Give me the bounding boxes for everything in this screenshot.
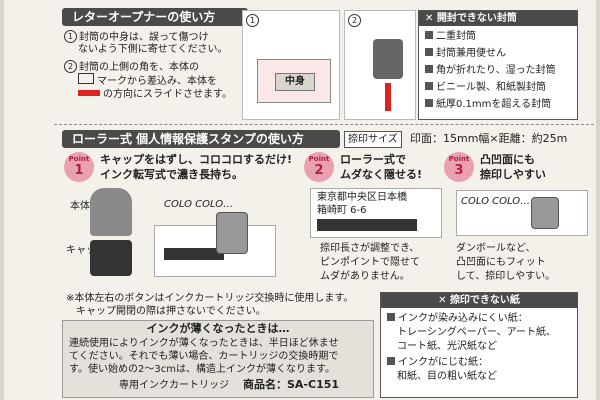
opener-diagram-2: 2 <box>344 10 416 120</box>
cannot-open-title: ✕ 開封できない封筒 <box>419 11 577 26</box>
cannot-open-item: 封筒兼用便せん <box>425 47 506 60</box>
colo-colo-text: COLO COLO… <box>164 199 234 210</box>
stamp-body-illustration <box>90 188 132 236</box>
slide-arrow-icon <box>385 83 391 111</box>
address-sample: 東京都中央区日本橋 箱崎町 6-6 <box>310 188 442 238</box>
concealed-stamp <box>317 219 417 231</box>
opener-step-2c: の方向にスライドさせます。 <box>78 88 232 101</box>
point-2-desc-3: ムダがありません。 <box>320 271 410 282</box>
point-3-line-2: 捺印しやすい <box>480 168 546 181</box>
colo-colo-text-2: COLO COLO… <box>461 196 531 207</box>
opener-step-2b: マークから差込み、本体を <box>78 73 217 88</box>
spec-label: 捺印サイズ <box>344 131 402 148</box>
opener-title: レターオープナーの使い方 <box>62 8 248 26</box>
cannot-stamp-detail: 和紙、目の粗い紙など <box>397 371 497 382</box>
cannot-open-item: 角が折れたり、湿った封筒 <box>425 64 556 77</box>
opener-step-1b: ないよう下側に寄せてください。 <box>78 44 228 55</box>
body-label: 本体 <box>70 201 90 212</box>
arrow-right-icon <box>78 90 100 96</box>
point-1-line-1: キャップをはずし、コロコロするだけ! <box>100 153 293 166</box>
ink-weak-title: インクが薄くなったときは… <box>146 322 290 335</box>
cannot-stamp-detail: トレーシングペーパー、アート紙、 <box>397 327 556 338</box>
bumpy-surface-illustration: COLO COLO… <box>456 190 588 236</box>
ink-line-2: てください。それでも薄い場合、カートリッジの交換時期で <box>69 351 339 362</box>
cannot-stamp-detail: コート紙、光沢紙など <box>397 341 497 352</box>
cartridge-label: 専用インクカートリッジ <box>119 380 229 391</box>
point-3-line-1: 凸凹面にも <box>480 153 535 166</box>
note-line-1: ※本体左右のボタンはインクカートリッジ交換時に使用します。 <box>66 293 354 304</box>
cannot-stamp-box: ✕ 捺印できない紙 インクが染み込みにくい紙： トレーシングペーパー、アート紙、… <box>380 292 578 398</box>
point-2-desc-2: ピンポイントで隠せて <box>320 257 420 268</box>
opener-diagram-1: 1 中身 <box>242 10 340 120</box>
spec-value: 印面：15mm幅×距離：約25m <box>410 132 568 145</box>
point-2-desc-1: 捺印長さが調整でき、 <box>320 243 420 254</box>
cannot-open-item: ビニール製、和紙製封筒 <box>425 81 546 94</box>
envelope-icon <box>78 73 94 84</box>
point-3-desc-2: 凸凹面にもフィット <box>456 257 546 268</box>
cap-label: キャップ <box>66 245 106 256</box>
cannot-open-item: 二重封筒 <box>425 30 476 43</box>
product-label: 商品名：SA-C151 <box>243 378 340 391</box>
address-line-1: 東京都中央区日本橋 <box>317 192 407 203</box>
stamped-band <box>164 248 224 260</box>
cannot-stamp-item: インクがにじむ紙： <box>387 356 488 369</box>
point-1-line-2: インク転写式で濃き長持ち。 <box>100 168 243 181</box>
point-2-line-1: ローラー式で <box>340 153 406 166</box>
point-2-line-2: ムダなく隠せる! <box>340 168 423 181</box>
cannot-open-box: ✕ 開封できない封筒 二重封筒 封筒兼用便せん 角が折れたり、湿った封筒 ビニー… <box>418 10 578 120</box>
note-line-2: キャップ開閉の際は押さないでください。 <box>76 306 266 317</box>
roller-title: ローラー式 個人情報保護スタンプの使い方 <box>62 130 340 148</box>
stamp-cap-illustration <box>90 240 132 276</box>
ink-weak-box: インクが薄くなったときは… 連続使用によりインクが薄くなったときは、半日ほど休ま… <box>62 320 374 398</box>
cannot-open-item: 紙厚0.1mmを超える封筒 <box>425 98 551 111</box>
section-divider <box>54 124 594 125</box>
ink-line-1: 連続使用によりインクが薄くなったときは、半日ほど休ませ <box>69 338 339 349</box>
contents-label: 中身 <box>275 73 315 91</box>
cannot-stamp-title: ✕ 捺印できない紙 <box>381 293 577 308</box>
roller-device-illustration <box>216 212 248 254</box>
address-line-2: 箱崎町 6-6 <box>317 205 367 216</box>
point-3-desc-3: して、捺印しやすい。 <box>456 271 556 282</box>
roller-on-bumpy-illustration <box>531 197 559 229</box>
opener-device-illustration <box>373 39 403 79</box>
point-3-desc-1: ダンボールなど、 <box>456 243 536 254</box>
ink-line-3: す。使い始めの2～3cmは、構造上インクが薄くなります。 <box>69 364 335 375</box>
cannot-stamp-item: インクが染み込みにくい紙： <box>387 312 528 325</box>
